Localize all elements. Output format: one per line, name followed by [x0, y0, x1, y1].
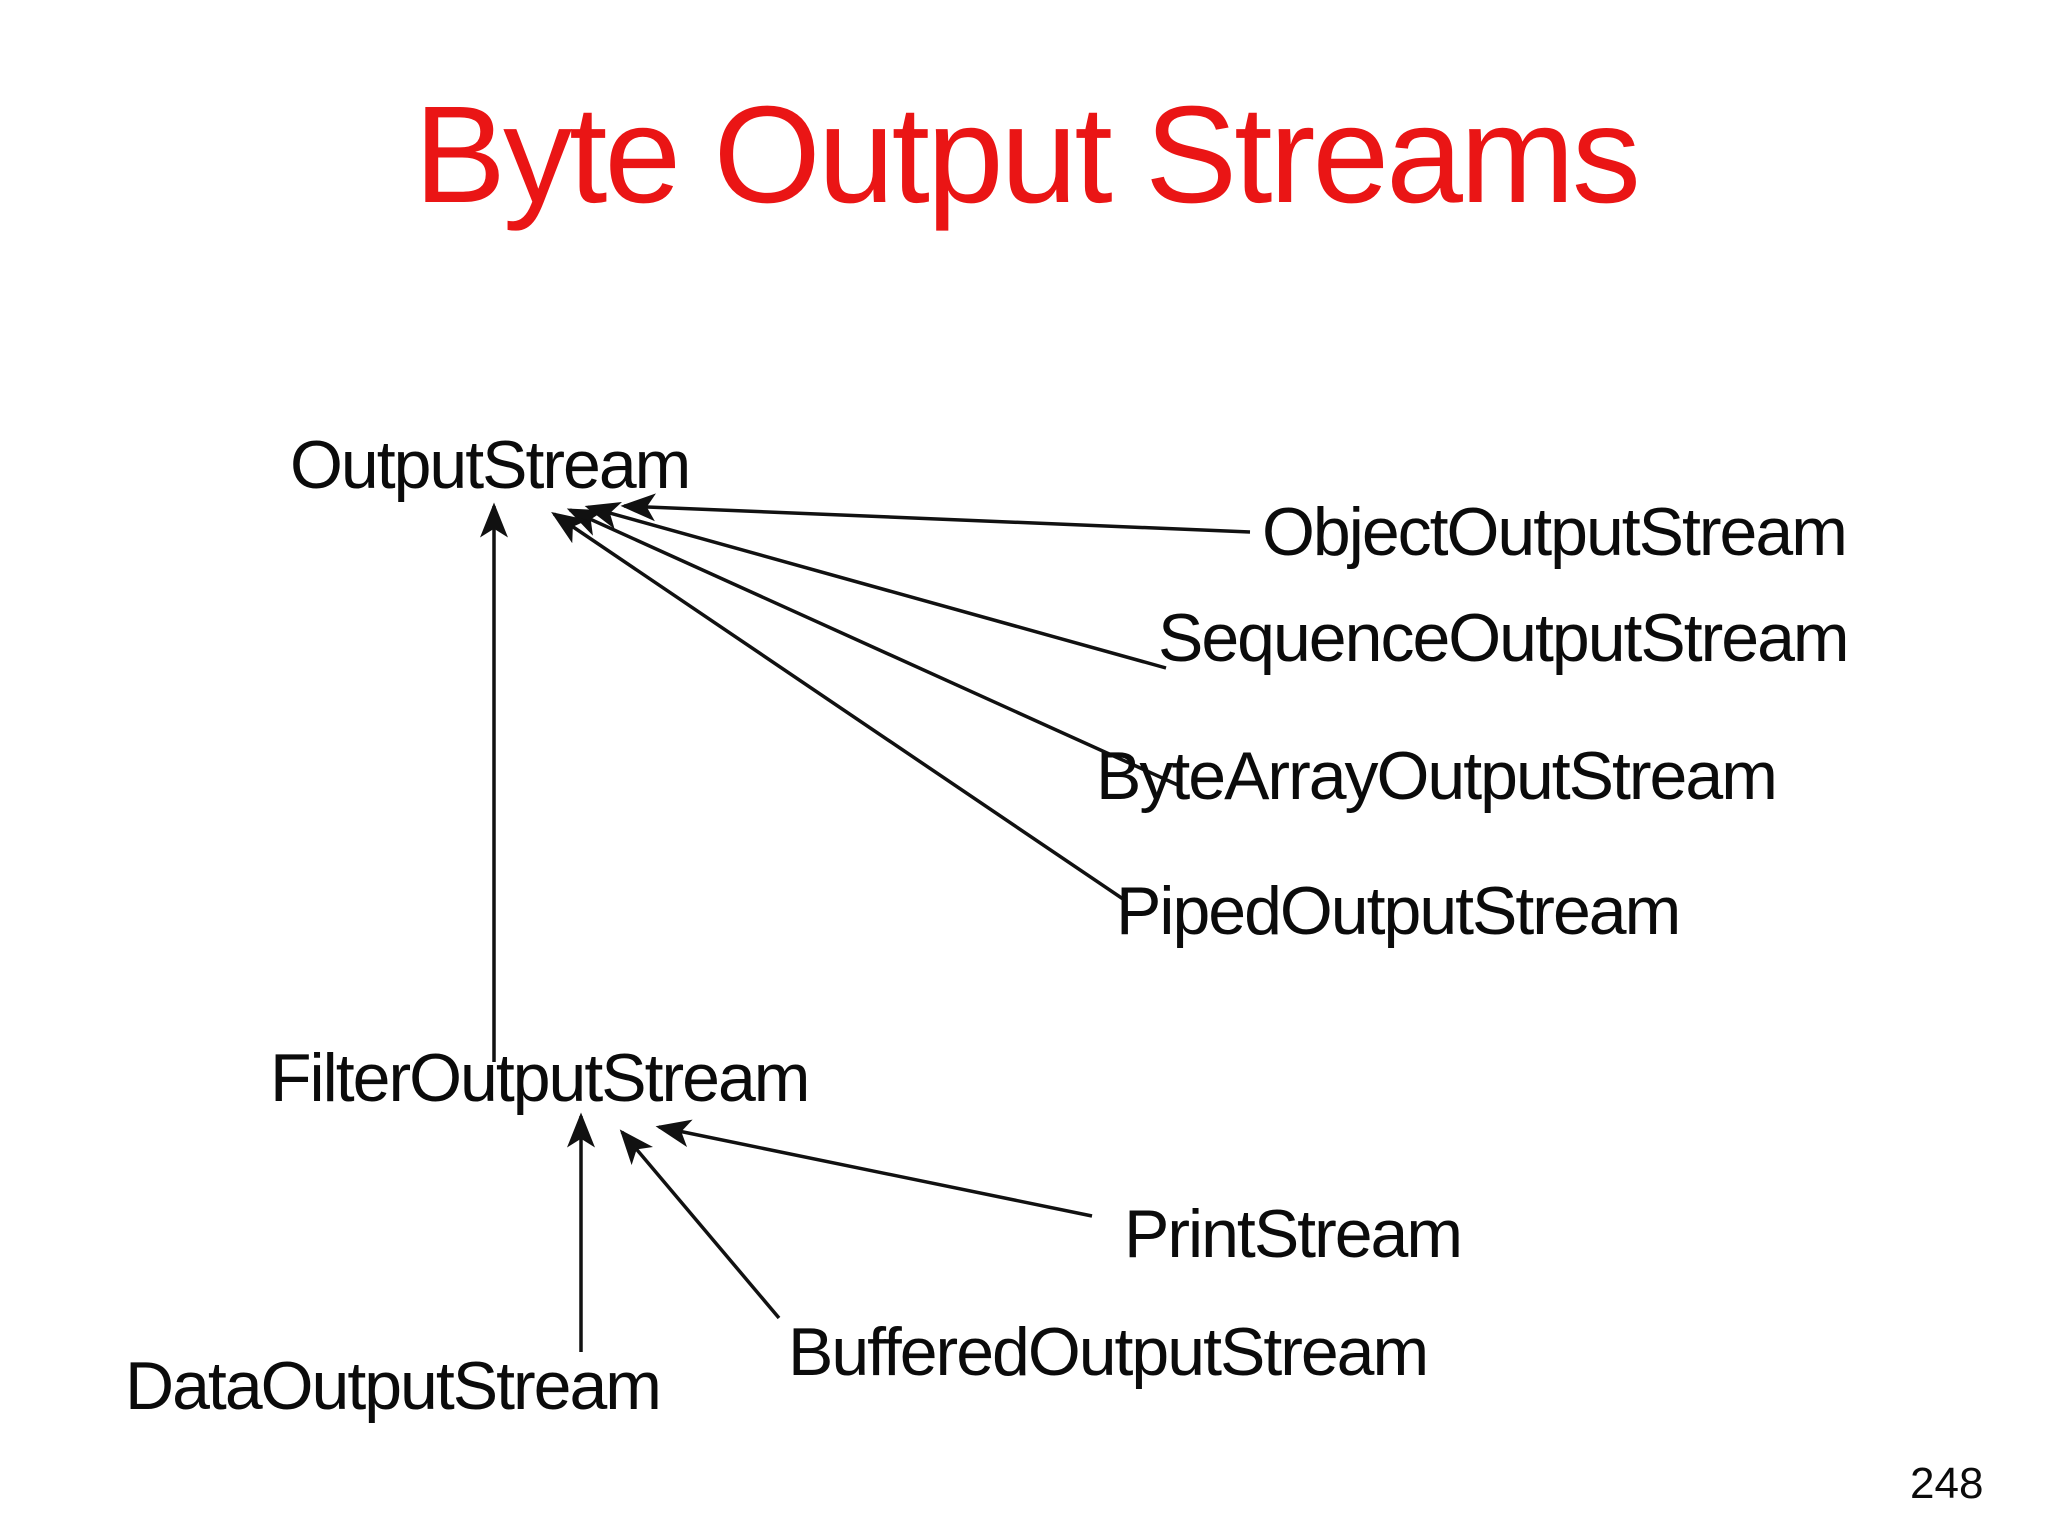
arrow-printstream-to-filteroutputstream: [655, 1119, 1093, 1218]
arrow-sequenceoutputstream-to-outputstream: [584, 501, 1167, 670]
page-number: 248: [1910, 1459, 1984, 1508]
arrow-bufferedoutputstream-to-filteroutputstream: [619, 1129, 781, 1320]
node-outputstream: OutputStream: [290, 427, 691, 503]
node-bufferedoutputstream: BufferedOutputStream: [788, 1314, 1429, 1390]
node-sequenceoutputstream: SequenceOutputStream: [1158, 600, 1850, 676]
node-filteroutputstream: FilterOutputStream: [270, 1040, 810, 1116]
node-dataoutputstream: DataOutputStream: [125, 1348, 662, 1424]
node-bytearrayoutputstream: ByteArrayOutputStream: [1096, 738, 1778, 814]
arrow-pipedoutputstream-to-outputstream: [551, 512, 1127, 903]
arrow-objectoutputstream-to-outputstream: [620, 493, 1251, 534]
arrow-bytearrayoutputstream-to-outputstream: [566, 508, 1181, 788]
slide-title: Byte Output Streams: [414, 78, 1641, 232]
node-objectoutputstream: ObjectOutputStream: [1262, 494, 1848, 570]
node-pipedoutputstream: PipedOutputStream: [1116, 873, 1681, 949]
node-printstream: PrintStream: [1124, 1196, 1463, 1272]
